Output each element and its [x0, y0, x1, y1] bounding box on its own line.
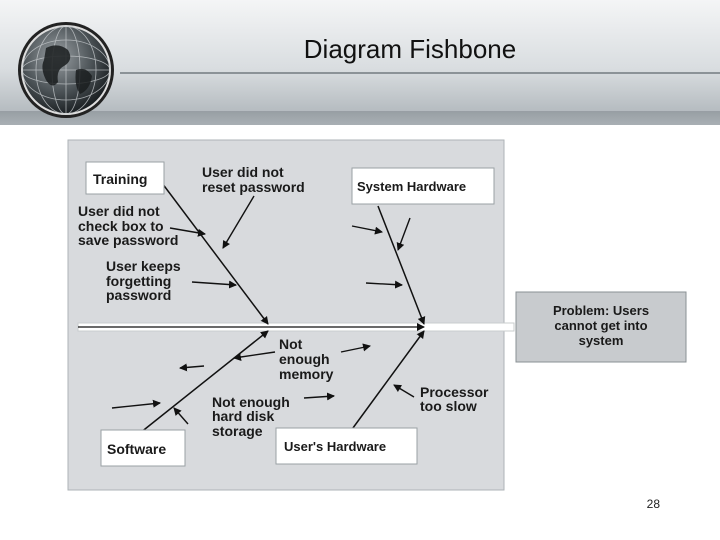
- arrow-forgetting: [191, 280, 237, 289]
- category-users-hardware: User's Hardware: [275, 427, 418, 465]
- cause-check-box-line-1: User did not: [78, 203, 160, 219]
- cause-reset-password: User did not reset password: [202, 164, 305, 195]
- cause-processor-line-1: Processor: [420, 384, 489, 400]
- bone-software: [139, 330, 269, 434]
- header-divider: [120, 72, 720, 74]
- cause-check-box-line-2: check box to: [78, 218, 164, 234]
- cause-processor: Processor too slow: [420, 384, 489, 414]
- problem-line-3: system: [579, 333, 624, 348]
- spine: [77, 322, 515, 332]
- bone-users-hardware: [349, 330, 425, 433]
- cause-forgetting-line-3: password: [106, 287, 171, 303]
- cause-forgetting: User keeps forgetting password: [106, 258, 181, 303]
- cause-forgetting-line-2: forgetting: [106, 273, 171, 289]
- arrow-check-box: [169, 227, 206, 237]
- cause-memory: Not enough memory: [279, 336, 334, 382]
- cause-processor-line-2: too slow: [420, 398, 477, 414]
- problem-line-2: cannot get into: [554, 318, 647, 333]
- cause-disk: Not enough hard disk storage: [212, 394, 290, 439]
- cause-disk-line-3: storage: [212, 423, 263, 439]
- bone-training: [161, 182, 269, 325]
- bone-system-hardware: [377, 205, 426, 325]
- cause-memory-line-1: Not: [279, 336, 303, 352]
- problem-line-1: Problem: Users: [553, 303, 649, 318]
- category-software: Software: [100, 429, 186, 467]
- arrow-reset-password: [222, 195, 255, 249]
- arrow-software-2: [111, 399, 161, 409]
- category-training: Training: [85, 161, 165, 195]
- arrow-software-3: [173, 407, 189, 425]
- category-system-hardware-label: System Hardware: [357, 179, 466, 194]
- cause-disk-line-2: hard disk: [212, 408, 274, 424]
- problem-box: Problem: Users cannot get into system: [515, 291, 687, 363]
- category-system-hardware: System Hardware: [351, 167, 495, 205]
- arrow-sys-hw-1: [351, 225, 383, 235]
- cause-disk-line-1: Not enough: [212, 394, 290, 410]
- arrow-software-1: [179, 363, 205, 372]
- header-band: [0, 0, 720, 125]
- globe-icon: [18, 22, 114, 118]
- cause-memory-line-2: enough: [279, 351, 330, 367]
- arrow-users-hw-1: [340, 343, 371, 353]
- arrow-processor: [393, 384, 415, 398]
- cause-forgetting-line-1: User keeps: [106, 258, 181, 274]
- cause-check-box-line-3: save password: [78, 232, 178, 248]
- arrow-memory: [233, 351, 276, 361]
- cause-check-box: User did not check box to save password: [78, 203, 178, 248]
- cause-reset-password-line-2: reset password: [202, 179, 305, 195]
- category-training-label: Training: [93, 171, 147, 187]
- arrow-disk: [303, 392, 335, 401]
- cause-reset-password-line-1: User did not: [202, 164, 284, 180]
- slide-title: Diagram Fishbone: [303, 34, 517, 64]
- page-number: 28: [646, 497, 660, 511]
- category-users-hardware-label: User's Hardware: [284, 439, 386, 454]
- cause-memory-line-3: memory: [279, 366, 334, 382]
- arrow-sys-hw-2: [396, 217, 411, 251]
- category-software-label: Software: [107, 441, 166, 457]
- arrow-sys-hw-3: [365, 280, 403, 289]
